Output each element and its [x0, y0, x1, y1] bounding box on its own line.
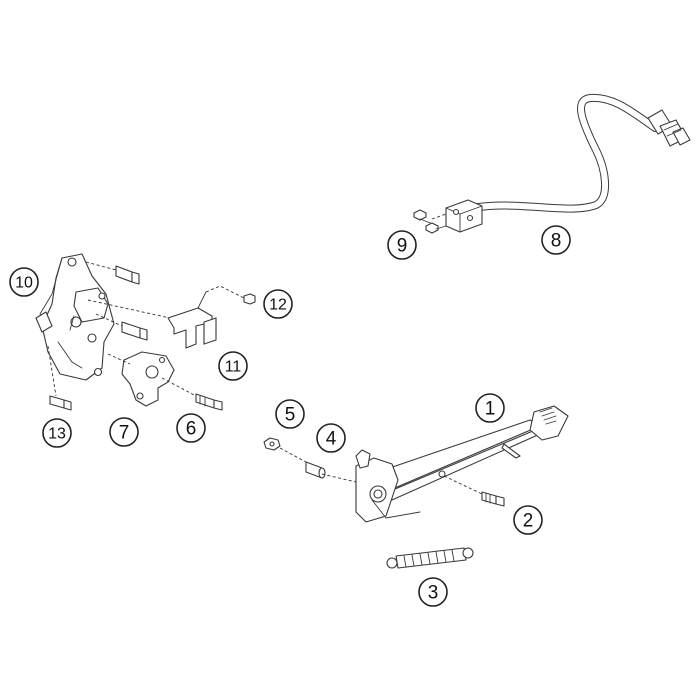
- callout-number: 11: [225, 359, 242, 376]
- part-3-spring: [386, 547, 474, 569]
- callout-4: 4: [316, 423, 346, 453]
- callout-3: 3: [418, 577, 448, 607]
- part-6-bolt: [195, 393, 223, 411]
- bracket-bolt-upper: [115, 265, 140, 285]
- callout-9: 9: [387, 230, 417, 260]
- callout-number: 3: [428, 583, 439, 604]
- callout-8: 8: [541, 225, 571, 255]
- callout-circle: [263, 289, 293, 319]
- part-9-screws: [413, 209, 447, 234]
- sensor-bracket-icon: [445, 199, 483, 233]
- callout-13: 13: [42, 418, 72, 448]
- callout-2: 2: [513, 505, 543, 535]
- part-7-plate: [121, 351, 175, 407]
- callout-10: 10: [9, 267, 39, 297]
- part-1-side-stand: [355, 405, 569, 523]
- part-10-mounting-bracket: [35, 253, 115, 381]
- callout-number: 6: [186, 419, 197, 440]
- callout-circle: [275, 399, 305, 429]
- part-2-bolt: [481, 491, 505, 507]
- callout-circle: [541, 225, 571, 255]
- bracket-bolt-middle: [121, 321, 148, 341]
- callout-7: 7: [109, 417, 139, 447]
- callout-number: 7: [119, 423, 130, 444]
- callout-6: 6: [176, 413, 206, 443]
- callout-circle: [9, 267, 39, 297]
- connector-plug-icon: [647, 109, 691, 147]
- callout-circle: [418, 577, 448, 607]
- callout-number: 5: [285, 405, 296, 426]
- callout-number: 1: [485, 399, 496, 420]
- part-8-cable-harness: [445, 93, 691, 233]
- callout-circle: [475, 393, 505, 423]
- part-12-screw: [243, 293, 256, 305]
- callout-circle: [109, 417, 139, 447]
- callout-circle: [513, 505, 543, 535]
- callout-number: 9: [397, 236, 408, 257]
- callout-number: 2: [523, 511, 534, 532]
- callout-12: 12: [263, 289, 293, 319]
- callout-number: 8: [551, 231, 562, 252]
- part-5-nut: [263, 437, 281, 451]
- callout-circle: [218, 351, 248, 381]
- callout-5: 5: [275, 399, 305, 429]
- callout-number: 13: [48, 426, 66, 443]
- callout-number: 12: [269, 297, 287, 314]
- callout-1: 1: [475, 393, 505, 423]
- callout-circle: [42, 418, 72, 448]
- part-13-bolt: [49, 395, 72, 411]
- part-11-bracket-clip: [167, 291, 217, 349]
- callout-circle: [387, 230, 417, 260]
- callout-number: 10: [15, 275, 33, 292]
- callout-circle: [176, 413, 206, 443]
- callout-number: 4: [326, 429, 337, 450]
- part-4-bushing: [305, 461, 326, 479]
- callout-circle: [316, 423, 346, 453]
- callout-11: 11: [218, 351, 248, 381]
